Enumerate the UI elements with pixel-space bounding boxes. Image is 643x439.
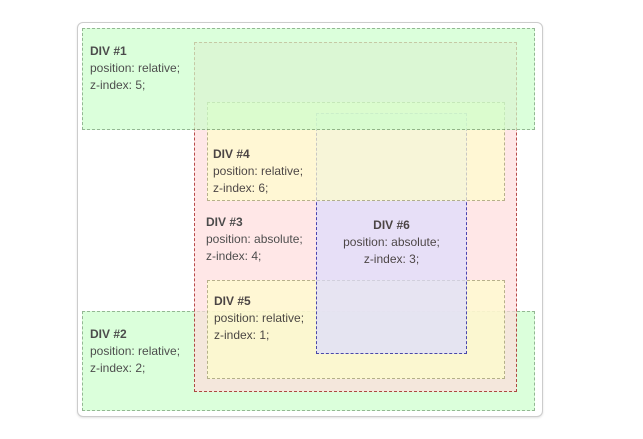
box-position-style: position: relative; <box>90 61 181 75</box>
box-position-style: position: absolute; <box>206 232 303 246</box>
box-zindex-style: z-index: 1; <box>214 328 270 342</box>
box-position-style: position: relative; <box>214 311 305 325</box>
box-zindex-style: z-index: 2; <box>90 361 146 375</box>
box-position-style: position: absolute; <box>343 235 440 249</box>
div1-label: DIV #1 position: relative; z-index: 5; <box>90 43 180 94</box>
box-zindex-style: z-index: 3; <box>363 252 420 266</box>
box-title: DIV #6 <box>373 218 410 232</box>
div2-label: DIV #2 position: relative; z-index: 2; <box>90 326 180 377</box>
box-zindex-style: z-index: 6; <box>213 181 269 195</box>
div5-label: DIV #5 position: relative; z-index: 1; <box>214 293 304 344</box>
box-title: DIV #2 <box>90 327 127 341</box>
div6-label: DIV #6 position: absolute; z-index: 3; <box>317 217 466 268</box>
box-zindex-style: z-index: 5; <box>90 78 146 92</box>
div1-box: DIV #1 position: relative; z-index: 5; <box>82 28 535 130</box>
box-title: DIV #5 <box>214 294 251 308</box>
div4-label: DIV #4 position: relative; z-index: 6; <box>213 146 303 197</box>
box-title: DIV #3 <box>206 215 243 229</box>
box-title: DIV #4 <box>213 147 250 161</box>
box-position-style: position: relative; <box>213 164 304 178</box>
div3-label: DIV #3 position: absolute; z-index: 4; <box>206 214 303 265</box>
box-zindex-style: z-index: 4; <box>206 249 262 263</box>
box-position-style: position: relative; <box>90 344 181 358</box>
demo-card: DIV #1 position: relative; z-index: 5; D… <box>77 22 543 417</box>
box-title: DIV #1 <box>90 44 127 58</box>
